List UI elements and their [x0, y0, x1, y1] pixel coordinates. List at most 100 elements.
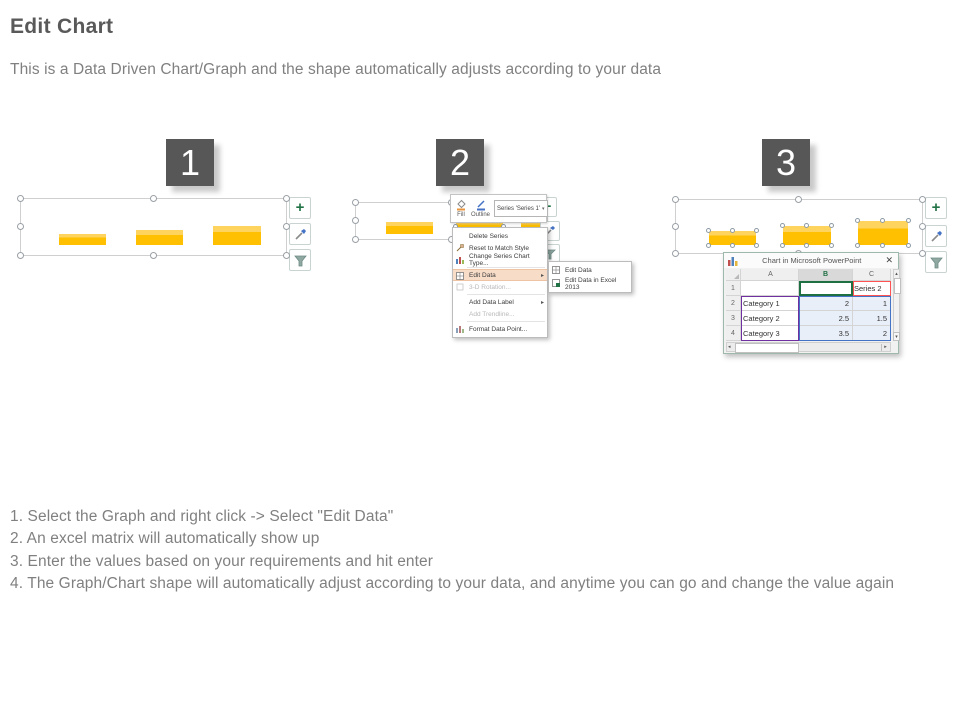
menu-item-format-data-point[interactable]: Format Data Point... [453, 323, 547, 335]
chart-1-bar-3[interactable] [213, 226, 261, 245]
resize-handle[interactable] [17, 223, 24, 230]
row-header-3[interactable]: 3 [726, 311, 741, 326]
horizontal-scrollbar[interactable]: ◂ ▸ [726, 342, 891, 353]
mini-toolbar: Fill Outline Series 'Series 1' ▾ [450, 194, 548, 223]
cell-a3[interactable]: Category 2 [741, 311, 799, 326]
cell-c2[interactable]: 1 [853, 296, 891, 311]
chart-3-frame[interactable] [672, 196, 926, 257]
menu-item-add-data-label[interactable]: Add Data Label ▸ [453, 296, 547, 308]
submenu-arrow-icon: ▸ [540, 272, 544, 279]
fill-button[interactable]: Fill [455, 199, 467, 218]
submenu-item-edit-data-in-excel-2013[interactable]: Edit Data in Excel 2013 [549, 277, 631, 291]
resize-handle[interactable] [17, 252, 24, 259]
chart-3-bar-2-selected[interactable] [780, 223, 834, 248]
outline-button[interactable]: Outline [471, 199, 490, 218]
chart-3-bar-1-selected[interactable] [706, 228, 759, 248]
chart-1-bar-2[interactable] [136, 230, 183, 245]
row-header-2[interactable]: 2 [726, 296, 741, 311]
cell-a2[interactable]: Category 1 [741, 296, 799, 311]
chart-3-bar-3-selected[interactable] [855, 218, 911, 248]
point-handle[interactable] [906, 243, 911, 248]
resize-handle[interactable] [672, 250, 679, 257]
chart-1-frame[interactable] [17, 195, 290, 259]
cell-b1-active[interactable] [799, 281, 853, 296]
resize-handle[interactable] [283, 195, 290, 202]
vertical-scrollbar[interactable]: ▴ ▾ [893, 269, 901, 341]
point-handle[interactable] [729, 243, 735, 248]
chart-2-bar-1[interactable] [386, 222, 433, 234]
resize-handle[interactable] [149, 195, 157, 202]
cell-c1[interactable]: Series 2 [853, 281, 891, 296]
plus-icon: + [931, 199, 941, 216]
excel-titlebar[interactable]: Chart in Microsoft PowerPoint ✕ [724, 253, 898, 268]
point-handle[interactable] [880, 243, 885, 248]
chart-styles-button[interactable] [289, 223, 311, 245]
point-handle[interactable] [906, 218, 911, 223]
chart-elements-button[interactable]: + [925, 197, 947, 219]
point-handle[interactable] [880, 218, 885, 223]
chart-type-icon [456, 256, 465, 264]
horizontal-scroll-thumb[interactable] [735, 343, 799, 353]
resize-handle[interactable] [352, 199, 359, 206]
cell-a4[interactable]: Category 3 [741, 326, 799, 341]
cell-b3[interactable]: 2.5 [799, 311, 853, 326]
row-header-1[interactable]: 1 [726, 281, 741, 296]
point-handle[interactable] [706, 228, 711, 233]
point-handle[interactable] [780, 223, 785, 228]
page-title: Edit Chart [10, 15, 114, 38]
cell-a1[interactable] [741, 281, 799, 296]
series-dropdown[interactable]: Series 'Series 1' ▾ [494, 200, 548, 217]
cell-c4[interactable]: 2 [853, 326, 891, 341]
point-handle[interactable] [829, 223, 834, 228]
resize-handle[interactable] [672, 222, 679, 230]
cell-b2[interactable]: 2 [799, 296, 853, 311]
resize-handle[interactable] [919, 250, 926, 257]
resize-handle[interactable] [919, 222, 926, 230]
resize-handle[interactable] [283, 223, 290, 230]
point-handle[interactable] [829, 243, 834, 248]
resize-handle[interactable] [795, 196, 802, 203]
menu-item-reset-to-match-style[interactable]: Reset to Match Style [453, 242, 547, 254]
chart-filters-button[interactable] [289, 249, 311, 271]
resize-handle[interactable] [352, 217, 359, 224]
row-header-4[interactable]: 4 [726, 326, 741, 341]
point-handle[interactable] [754, 228, 759, 233]
cell-c3[interactable]: 1.5 [853, 311, 891, 326]
point-handle[interactable] [754, 243, 759, 248]
point-handle[interactable] [804, 223, 809, 228]
menu-item-change-series-chart-type[interactable]: Change Series Chart Type... [453, 253, 547, 267]
chart-filters-button[interactable] [925, 251, 947, 273]
chart-styles-button[interactable] [925, 225, 947, 247]
point-handle[interactable] [804, 243, 809, 248]
point-handle[interactable] [855, 218, 860, 223]
point-handle[interactable] [706, 243, 711, 248]
menu-item-edit-data[interactable]: Edit Data ▸ [453, 269, 547, 281]
resize-handle[interactable] [149, 252, 157, 259]
close-icon[interactable]: ✕ [885, 255, 893, 265]
vertical-scroll-thumb[interactable] [894, 278, 901, 294]
column-header-b[interactable]: B [799, 269, 853, 281]
submenu-item-edit-data[interactable]: Edit Data [549, 264, 631, 277]
column-header-a[interactable]: A [741, 269, 799, 281]
point-handle[interactable] [855, 243, 860, 248]
step-1-badge: 1 [166, 139, 214, 186]
resize-handle[interactable] [283, 252, 290, 259]
point-handle[interactable] [780, 243, 785, 248]
context-menu: Delete Series Reset to Match Style Chang… [452, 227, 548, 338]
chart-elements-button[interactable]: + [289, 197, 311, 219]
scroll-down-icon[interactable]: ▾ [893, 332, 900, 341]
resize-handle[interactable] [672, 196, 679, 203]
page-subtitle: This is a Data Driven Chart/Graph and th… [10, 61, 662, 78]
resize-handle[interactable] [919, 196, 926, 203]
menu-item-delete-series[interactable]: Delete Series [453, 230, 547, 242]
outline-label: Outline [471, 212, 491, 218]
column-header-c[interactable]: C [853, 269, 891, 281]
point-handle[interactable] [729, 228, 735, 233]
resize-handle[interactable] [17, 195, 24, 202]
brush-icon [294, 228, 306, 240]
scroll-right-icon[interactable]: ▸ [881, 344, 889, 351]
resize-handle[interactable] [352, 236, 359, 243]
chart-1-bar-1[interactable] [59, 234, 106, 245]
cell-b4[interactable]: 3.5 [799, 326, 853, 341]
select-all-corner[interactable] [726, 269, 741, 281]
